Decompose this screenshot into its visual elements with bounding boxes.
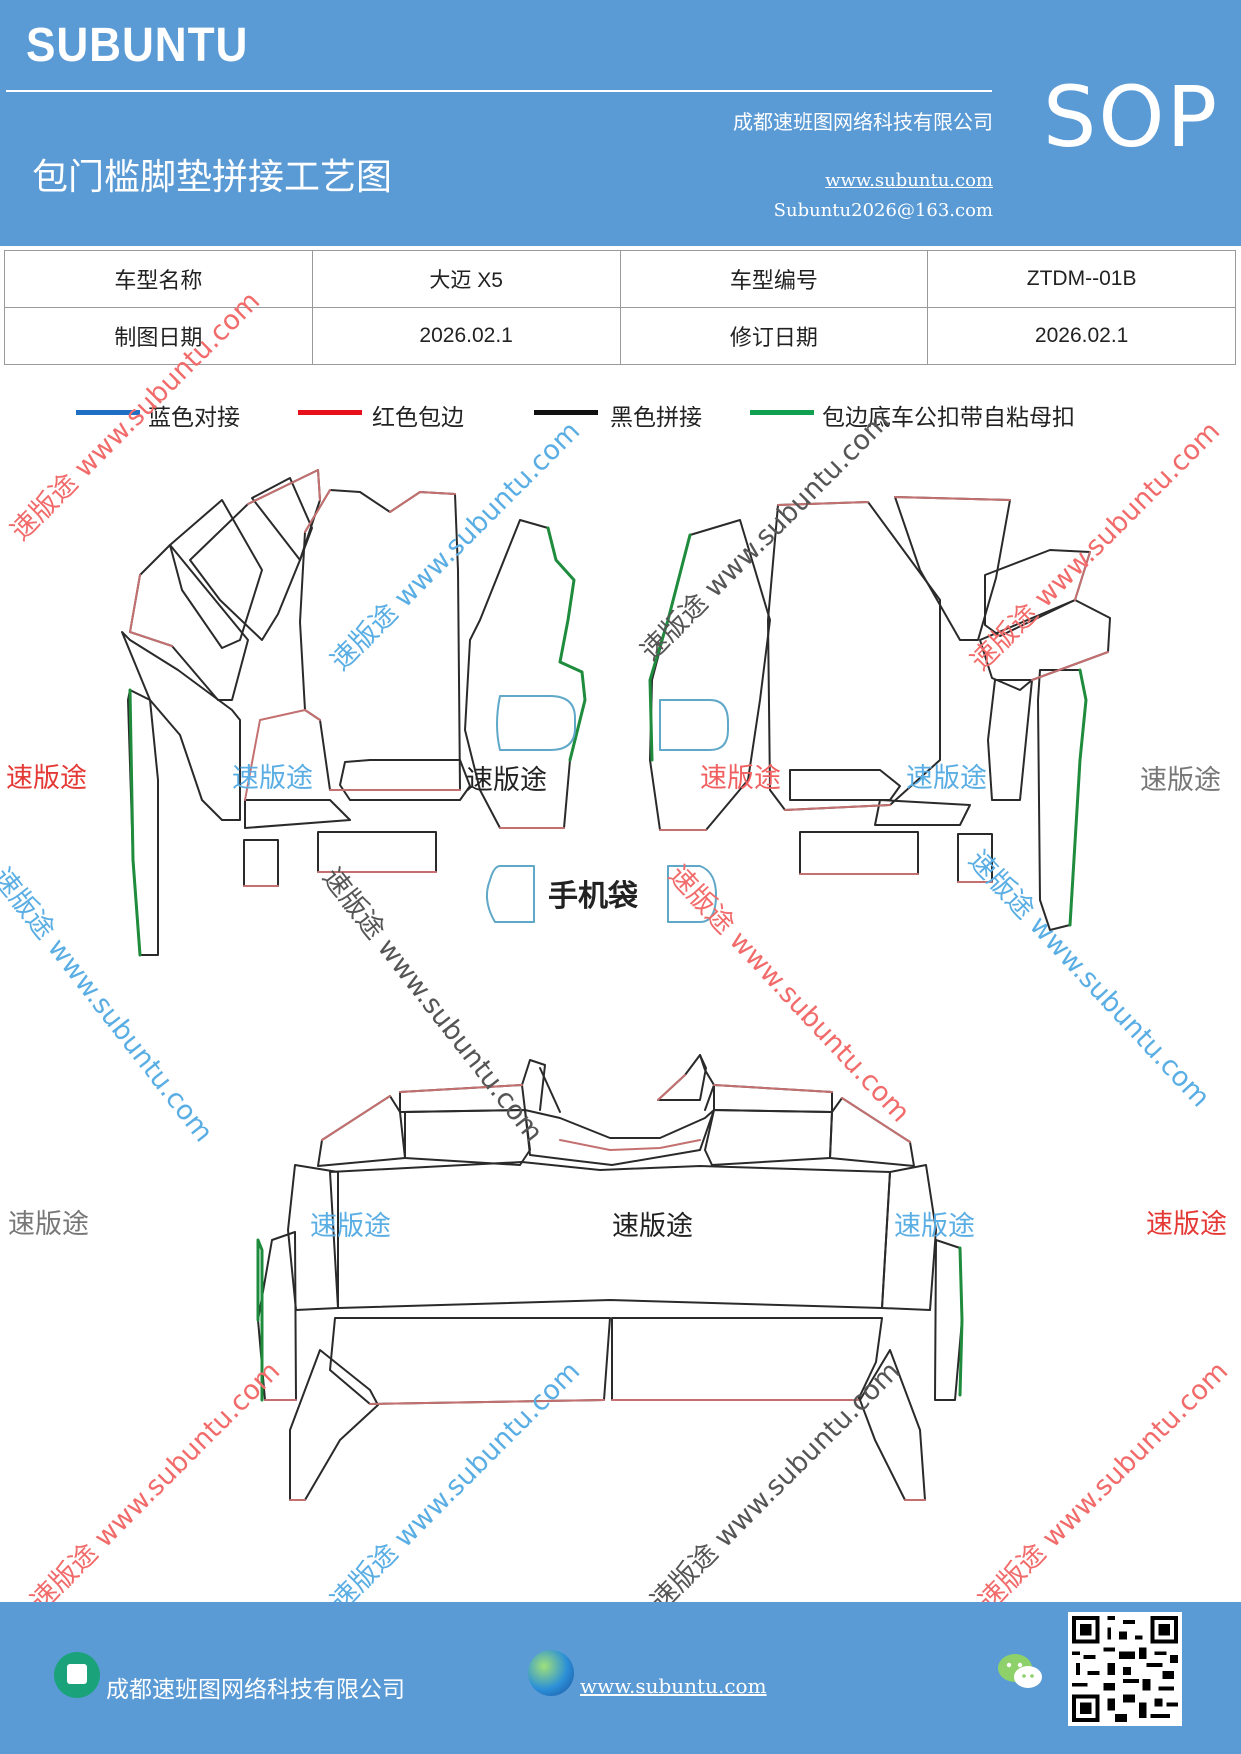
phone-pocket-pieces: [485, 865, 717, 923]
building-icon: [54, 1652, 100, 1698]
watermark-short: 速版途: [894, 1211, 975, 1242]
draw-date-value: 2026.02.1: [311, 307, 621, 365]
legend-label: 蓝色对接: [148, 405, 240, 431]
legend-label: 红色包边: [372, 405, 464, 431]
legend-swatch-green: [750, 410, 814, 415]
watermark-short: 速版途: [906, 763, 987, 794]
model-code-label: 车型编号: [619, 250, 929, 308]
qr-code-icon: [1068, 1612, 1182, 1726]
legend-swatch-red: [298, 410, 362, 415]
document-title: 包门槛脚垫拼接工艺图: [32, 157, 393, 198]
front-left-green-edges: [128, 526, 587, 957]
watermark-short: 速版途: [700, 763, 781, 794]
header-email: Subuntu2026@163.com: [773, 200, 993, 221]
rear-green-edges: [256, 1238, 964, 1402]
sop-badge: SOP: [1043, 68, 1220, 166]
legend-swatch-black: [534, 410, 598, 415]
model-name-value: 大迈 X5: [311, 250, 621, 308]
header-divider: [6, 90, 992, 92]
legend-item-green: 包边底车公扣带自粘母扣: [750, 398, 1075, 432]
watermark-short: 速版途: [612, 1211, 693, 1242]
table-row: 车型名称 大迈 X5 车型编号 ZTDM--01B: [4, 250, 1236, 308]
watermark-short: 速版途: [1140, 765, 1221, 796]
front-right-green-edges: [648, 533, 1088, 927]
revise-date-label: 修订日期: [619, 307, 929, 365]
watermark-short: 速版途: [6, 763, 87, 794]
header-website-link[interactable]: www.subuntu.com: [825, 170, 993, 191]
legend-label: 黑色拼接: [610, 405, 702, 431]
legend-swatch-blue: [76, 410, 140, 415]
brand-logo: SUBUNTU: [26, 19, 249, 72]
phone-pocket-label: 手机袋: [548, 879, 638, 914]
watermark-short: 速版途: [8, 1209, 89, 1240]
mat-pattern-drawing: 手机袋: [121, 469, 1111, 1501]
watermark-short: 速版途: [1146, 1209, 1227, 1240]
watermark-short: 速版途: [466, 765, 547, 796]
legend: 蓝色对接 红色包边 黑色拼接 包边底车公扣带自粘母扣: [0, 398, 1241, 438]
front-left-red-edges: [129, 469, 565, 887]
wechat-icon: [998, 1654, 1042, 1688]
rear-pieces: [257, 1054, 963, 1501]
table-row: 制图日期 2026.02.1 修订日期 2026.02.1: [4, 307, 1236, 365]
footer-website-link[interactable]: www.subuntu.com: [580, 1674, 767, 1698]
legend-label: 包边底车公扣带自粘母扣: [822, 405, 1075, 431]
info-table: 车型名称 大迈 X5 车型编号 ZTDM--01B 制图日期 2026.02.1…: [4, 250, 1236, 365]
revise-date-value: 2026.02.1: [927, 307, 1236, 365]
legend-item-blue: 蓝色对接: [76, 398, 240, 432]
watermark-short: 速版途: [232, 763, 313, 794]
rear-red-edges: [264, 1074, 926, 1501]
header-company: 成都速班图网络科技有限公司: [733, 110, 993, 134]
model-name-label: 车型名称: [4, 250, 313, 308]
front-right-red-edges: [659, 496, 1109, 883]
model-code-value: ZTDM--01B: [927, 250, 1236, 308]
globe-icon: [528, 1650, 574, 1696]
legend-item-black: 黑色拼接: [534, 398, 702, 432]
watermark-short: 速版途: [310, 1211, 391, 1242]
front-left-blue-pocket: [496, 695, 576, 751]
header-band: [0, 0, 1241, 246]
draw-date-label: 制图日期: [4, 307, 313, 365]
footer-company: 成都速班图网络科技有限公司: [106, 1677, 405, 1703]
legend-item-red: 红色包边: [298, 398, 464, 432]
